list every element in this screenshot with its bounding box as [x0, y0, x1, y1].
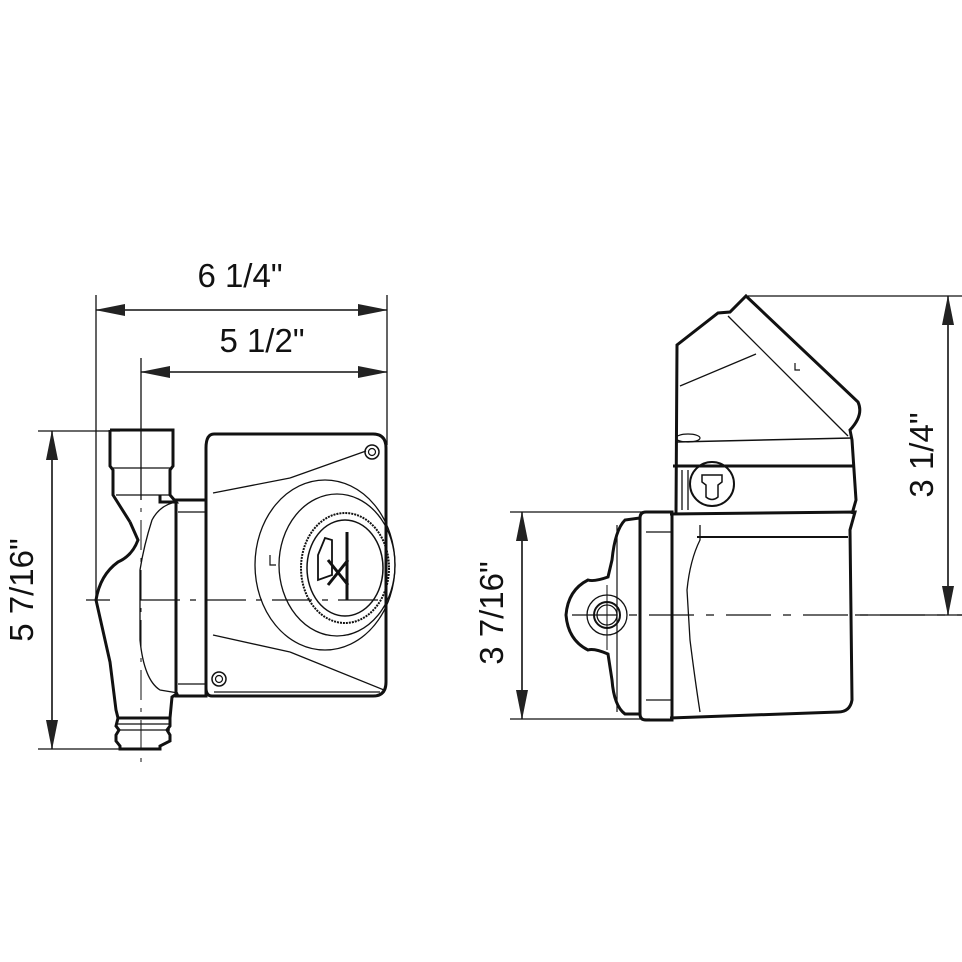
dial-symbol	[317, 536, 333, 582]
pump-housing	[564, 516, 641, 716]
side-flange	[638, 510, 674, 722]
mounting-screw	[211, 671, 227, 687]
terminal-box	[674, 293, 862, 515]
pump-volute	[94, 521, 140, 719]
dim-label-overall-width: 6 1/4"	[197, 257, 282, 294]
dim-label-body-height: 3 7/16"	[473, 561, 510, 664]
dial-knob	[300, 512, 390, 624]
outlet-pipe	[114, 716, 172, 751]
dim-label-overall-height: 5 7/16"	[3, 538, 40, 641]
dim-label-body-width: 5 1/2"	[219, 322, 304, 359]
motor-body	[669, 510, 857, 720]
side-view	[510, 293, 962, 722]
dim-label-head-height: 3 1/4"	[903, 412, 940, 497]
mounting-screw	[364, 444, 380, 460]
flange	[174, 498, 208, 698]
inlet-pipe	[110, 428, 180, 504]
cable-gland	[689, 461, 735, 507]
front-view	[38, 295, 396, 768]
motor-head	[204, 432, 388, 698]
